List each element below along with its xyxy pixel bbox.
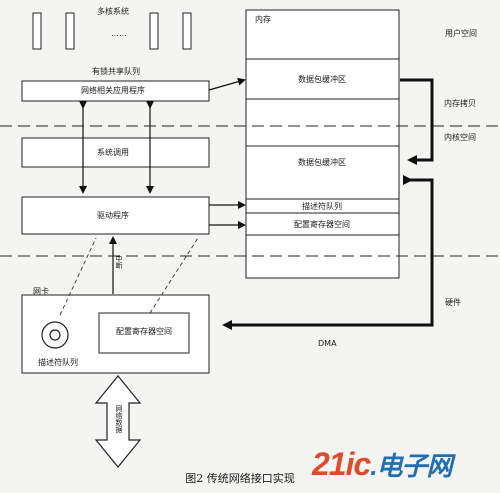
cpu-core-1 <box>32 12 42 50</box>
arrow-app-to-buffer <box>208 77 246 91</box>
user-space-label: 用户空间 <box>445 29 477 38</box>
memory-copy-arrow <box>400 78 434 165</box>
core-ellipsis: …… <box>111 29 127 38</box>
nic-descriptor-ring-inner <box>49 329 61 341</box>
nic-driver-dashed-2 <box>149 237 199 314</box>
memory-copy-label: 内存拷贝 <box>444 99 476 108</box>
nic-label: 网卡 <box>33 287 49 296</box>
syscall-box <box>21 137 210 168</box>
cpu-core-4 <box>182 12 192 50</box>
descriptor-queue-label: 描述符队列 <box>302 202 342 211</box>
memory-box <box>245 9 400 279</box>
hardware-label: 硬件 <box>445 298 461 307</box>
interrupt-label: 中断 <box>115 255 123 269</box>
driver-box <box>21 196 210 235</box>
cpu-core-3 <box>149 12 159 50</box>
net-app-label: 网络相关应用程序 <box>81 86 145 95</box>
multi-core-label: 多核系统 <box>97 7 129 16</box>
dma-arrow <box>222 175 434 330</box>
network-data-arrow <box>94 375 142 468</box>
kernel-buffer-label: 数据包缓冲区 <box>298 158 346 167</box>
cpu-core-2 <box>65 12 75 50</box>
driver-label: 驱动程序 <box>97 211 129 220</box>
nic-driver-dashed-1 <box>59 237 97 316</box>
memory-label: 内存 <box>255 15 271 24</box>
watermark-logo: 21ic.电子网 <box>312 446 453 483</box>
config-reg-label: 配置寄存器空间 <box>294 220 350 229</box>
kernel-space-label: 内核空间 <box>444 133 476 142</box>
nic-config-reg-box <box>98 312 190 354</box>
net-app-box <box>21 80 210 102</box>
user-buffer-label: 数据包缓冲区 <box>298 75 346 84</box>
shared-queue-label: 有锁共享队列 <box>92 67 140 76</box>
watermark-part1: 21ic <box>312 446 371 482</box>
network-data-label: 网络数据 <box>115 405 123 433</box>
nic-config-reg-label: 配置寄存器空间 <box>116 327 172 336</box>
watermark-part2: .电子网 <box>370 451 452 481</box>
dma-label: DMA <box>318 339 337 348</box>
figure-caption: 图2 传统网络接口实现 <box>185 472 295 485</box>
syscall-label: 系统调用 <box>97 148 129 157</box>
nic-descriptor-label: 描述符队列 <box>38 358 78 367</box>
